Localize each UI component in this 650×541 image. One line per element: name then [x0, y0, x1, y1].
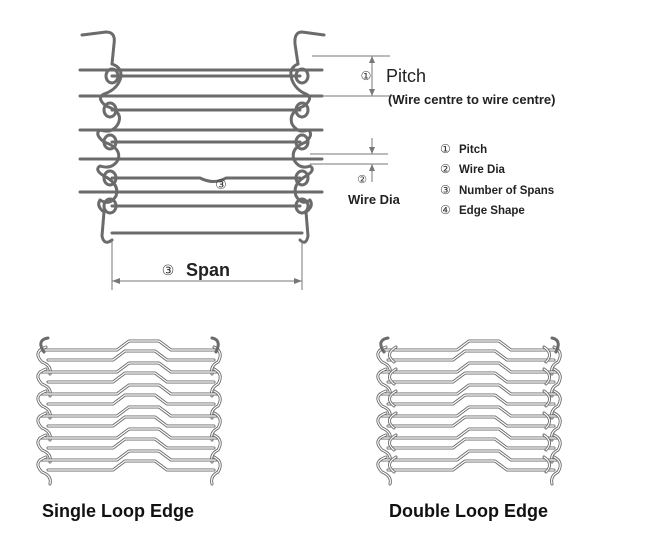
center-span-marker: ③: [215, 178, 227, 193]
svg-text:①: ①: [361, 69, 372, 83]
double-loop-edge-drawing: [376, 336, 562, 486]
mesh-row: [36, 361, 222, 398]
single-loop-edge-drawing: [36, 336, 222, 486]
legend-text-4: Edge Shape: [459, 205, 525, 217]
right-edge-loops: [289, 62, 314, 244]
mesh-row: [376, 339, 562, 376]
top-hook: [550, 336, 560, 354]
mesh-row: [376, 361, 562, 398]
double-loop-caption: Double Loop Edge: [389, 501, 548, 521]
svg-text:②: ②: [357, 173, 367, 186]
mesh-row: [36, 405, 222, 442]
span-dimension: ③ Span: [111, 240, 303, 290]
mesh-row: [376, 383, 562, 420]
mesh-row: [36, 339, 222, 376]
pitch-note: (Wire centre to wire centre): [388, 92, 555, 107]
pitch-dimension: ① Pitch (Wire centre to wire centre): [312, 55, 555, 107]
span-label: Span: [186, 260, 230, 280]
mesh-row: [36, 383, 222, 420]
legend-marker-1: ①: [440, 142, 451, 156]
mesh-row: [36, 427, 222, 464]
mesh-row: [36, 449, 222, 486]
span-marker: ③: [162, 263, 175, 279]
legend-text-1: Pitch: [459, 144, 487, 156]
wire-dia-dimension: ② Wire Dia: [310, 138, 401, 207]
top-hook: [210, 336, 220, 354]
legend-marker-4: ④: [440, 203, 451, 217]
legend-text-2: Wire Dia: [459, 164, 506, 176]
cross-rods: [78, 68, 324, 235]
wire-dia-label: Wire Dia: [348, 192, 401, 207]
legend: ① Pitch ② Wire Dia ③ Number of Spans ④ E…: [440, 142, 554, 217]
left-edge-loops: [96, 62, 123, 244]
top-mesh-drawing: ③: [78, 30, 326, 244]
top-hook: [379, 336, 390, 354]
mesh-row: [376, 427, 562, 464]
mesh-row: [376, 405, 562, 442]
legend-marker-2: ②: [440, 162, 451, 176]
single-loop-caption: Single Loop Edge: [42, 501, 194, 521]
legend-marker-3: ③: [440, 183, 451, 197]
mesh-row: [376, 449, 562, 486]
legend-text-3: Number of Spans: [459, 185, 554, 197]
top-hook: [39, 336, 50, 354]
pitch-label: Pitch: [386, 66, 426, 86]
spiral-wires: [110, 74, 302, 208]
